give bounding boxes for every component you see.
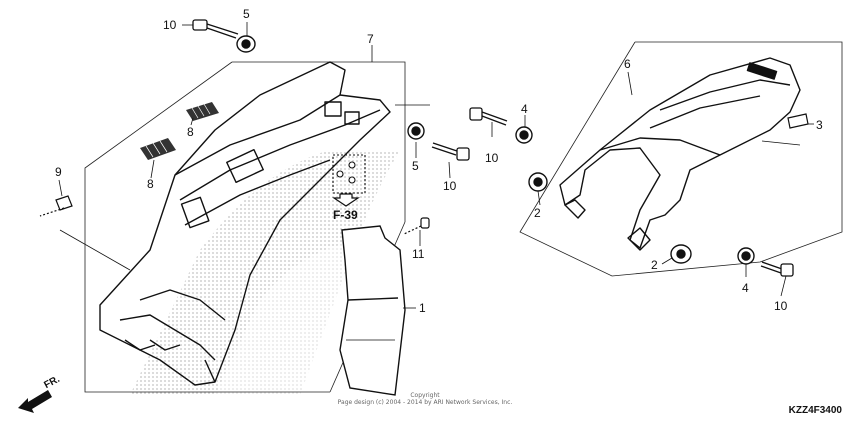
callout-8-upper: 8 (187, 125, 194, 139)
bolt-10-top (192, 19, 239, 39)
callout-3: 3 (816, 118, 823, 132)
diagram-code: KZZ4F3400 (788, 405, 842, 416)
callout-8-lower: 8 (147, 177, 154, 191)
bolt-9 (39, 195, 73, 217)
f39-arrow (332, 193, 360, 207)
leader-lines-left (58, 22, 451, 309)
copyright-line-2: Page design (c) 2004 - 2014 by ARI Netwo… (337, 399, 513, 406)
honda-watermark (130, 150, 400, 395)
callout-11: 11 (412, 247, 425, 261)
grommet-5-top (236, 35, 256, 53)
rear-fender (99, 61, 391, 386)
mud-flap (339, 225, 406, 396)
cushion-3 (787, 113, 809, 129)
callout-2-upper: 2 (534, 206, 541, 220)
callout-2-lower: 2 (651, 258, 658, 272)
callout-5-mid: 5 (412, 159, 419, 173)
bolt-10-mid (431, 142, 470, 161)
reflector-pad-upper (186, 102, 219, 121)
callout-5-top: 5 (243, 7, 250, 21)
copyright-notice: Copyright Page design (c) 2004 - 2014 by… (260, 392, 590, 406)
callout-10-bottom: 10 (774, 299, 788, 313)
callout-1: 1 (419, 301, 426, 315)
copyright-line-1: Copyright (410, 392, 440, 399)
leader-lines-right (491, 71, 814, 297)
screw-cluster (332, 154, 366, 194)
front-direction-arrow-icon (18, 390, 52, 413)
reference-f39[interactable]: F-39 (333, 208, 358, 222)
callout-10-top: 10 (163, 18, 177, 32)
callout-4-top: 4 (521, 102, 528, 116)
grommet-2-upper (528, 172, 548, 192)
bolt-11 (403, 217, 430, 235)
callout-4-bottom: 4 (742, 281, 749, 295)
bolt-10-right (469, 107, 508, 126)
bolt-10-bottom (760, 261, 794, 277)
callout-9: 9 (55, 165, 62, 179)
assembly-frame-right (519, 41, 843, 277)
seat-cowl (559, 57, 801, 251)
grommet-4-bottom (737, 247, 755, 265)
callout-10-right: 10 (485, 151, 499, 165)
grommet-4-top (515, 126, 533, 144)
callout-10-mid: 10 (443, 179, 457, 193)
callout-7: 7 (367, 32, 374, 46)
callout-6: 6 (624, 57, 631, 71)
grommet-5-mid (407, 122, 425, 140)
reflector-pad-lower (140, 138, 176, 160)
grommet-2-lower (670, 244, 692, 264)
